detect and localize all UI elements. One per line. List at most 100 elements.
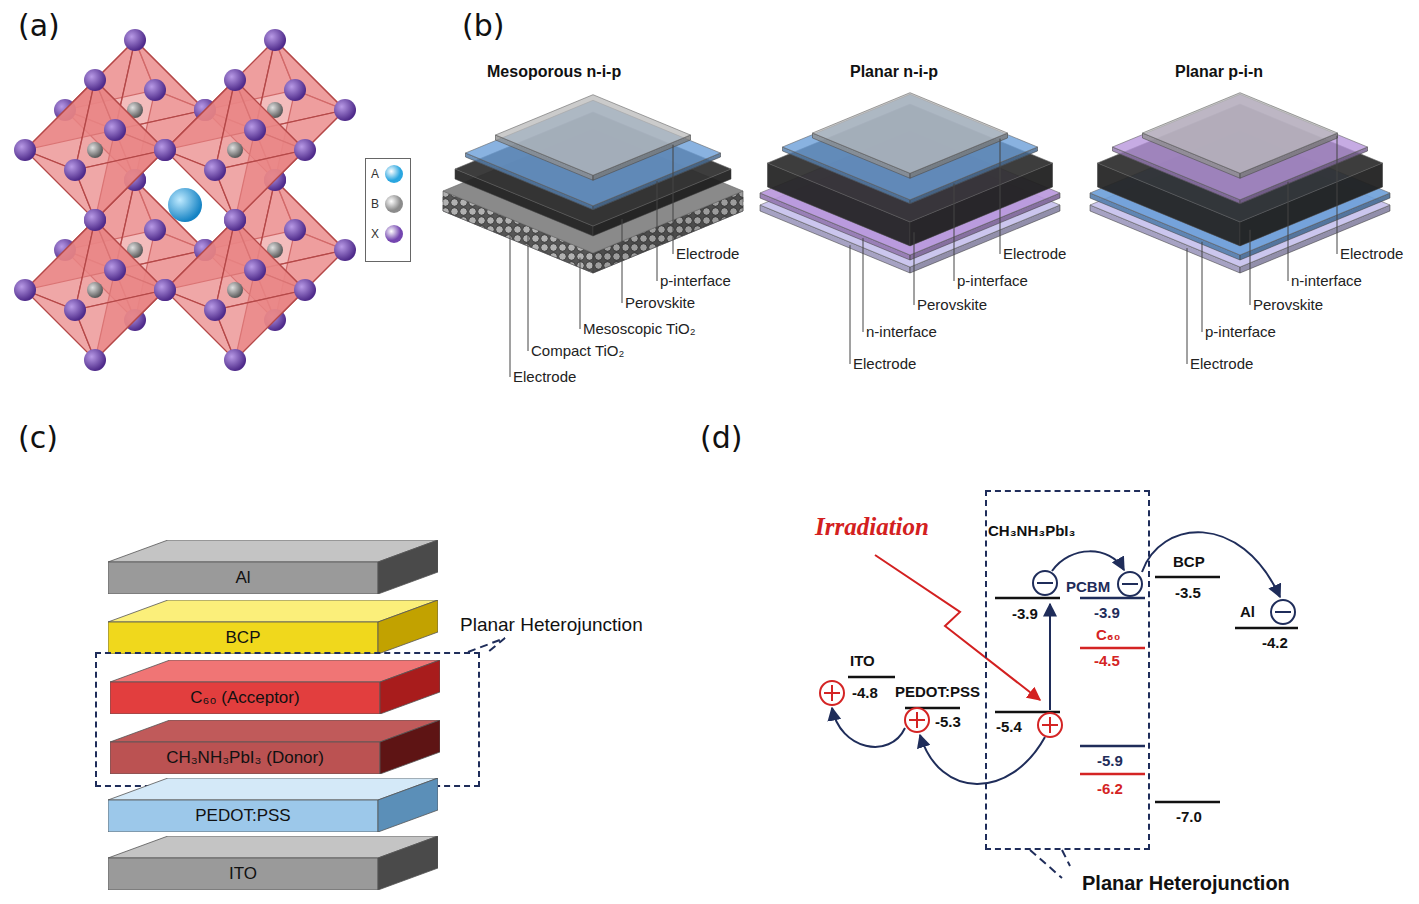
energy-value: -6.2: [1097, 780, 1123, 798]
x-ion: [284, 219, 306, 241]
leader-line: [510, 236, 511, 377]
box-heading: Planar Heterojunction: [460, 614, 643, 636]
x-ion: [154, 279, 176, 301]
pedot-layer: PEDOT:PSS: [108, 778, 438, 832]
leader-line: [850, 245, 851, 364]
layer-label: Electrode: [1003, 245, 1066, 263]
layer-name: Al: [108, 562, 378, 594]
x-ion: [264, 29, 286, 51]
leader-line: [528, 235, 529, 351]
leader-line: [1187, 248, 1188, 364]
b-ion: [227, 282, 243, 298]
x-ion: [64, 299, 86, 321]
slab-shape: [108, 540, 438, 594]
legend-swatch: [385, 165, 403, 183]
heterojunction-box: Planar Heterojunction: [985, 490, 1150, 850]
material-label: ITO: [850, 652, 875, 670]
layer-label: Electrode: [853, 355, 916, 373]
layer-label: Mesoscopic TiO₂: [583, 320, 696, 338]
x-ion: [154, 139, 176, 161]
leader-line: [1288, 182, 1289, 281]
legend-text: X: [371, 227, 385, 241]
octahedron-face: [215, 290, 305, 360]
ito-layer: ITO: [108, 836, 438, 890]
energy-value: -4.8: [852, 684, 878, 702]
layer-label: Perovskite: [1253, 296, 1323, 314]
x-ion: [294, 139, 316, 161]
x-ion: [244, 119, 266, 141]
x-ion: [284, 79, 306, 101]
energy-value: -4.2: [1262, 634, 1288, 652]
leader-line: [1250, 230, 1251, 305]
material-label: PCBM: [1066, 578, 1110, 596]
energy-value: -3.5: [1175, 584, 1201, 602]
layer-label: n-interface: [1291, 272, 1362, 290]
stack-title: Planar p-i-n: [1175, 62, 1263, 81]
slab-side: [378, 836, 438, 890]
x-ion: [104, 119, 126, 141]
x-ion: [84, 69, 106, 91]
layer-label: n-interface: [866, 323, 937, 341]
layer-label: Electrode: [1190, 355, 1253, 373]
leader-line: [657, 181, 658, 281]
x-ion: [154, 139, 176, 161]
layer-label: p-interface: [957, 272, 1028, 290]
x-ion: [224, 209, 246, 231]
heterojunction-box: Planar HeterojunctionC₆₀ (Acceptor)CH₃NH…: [95, 652, 480, 787]
layer-name: CH₃NH₃PbI₃ (Donor): [110, 742, 380, 774]
panel-letter: (c): [18, 420, 58, 456]
layer-label: p-interface: [660, 272, 731, 290]
slab-side: [378, 600, 438, 654]
slab-front: [108, 622, 378, 654]
x-ion: [154, 279, 176, 301]
leader-line: [673, 145, 674, 254]
layer-name: PEDOT:PSS: [108, 800, 378, 832]
perovskite-crystal: [14, 29, 356, 371]
material-label: CH₃NH₃PbI₃: [988, 522, 1075, 540]
x-ion: [244, 119, 266, 141]
x-ion: [334, 239, 356, 261]
b-ion: [87, 142, 103, 158]
irradiation-arrow: [875, 555, 1040, 700]
layer-name: ITO: [108, 858, 378, 890]
leader-line: [1202, 242, 1203, 332]
legend-box: ABX: [365, 158, 411, 262]
layer-name: C₆₀ (Acceptor): [110, 682, 380, 714]
layer-label: Compact TiO₂: [531, 342, 624, 360]
material-label: PEDOT:PSS: [895, 683, 980, 701]
layer-name: BCP: [108, 622, 378, 654]
b-ion: [227, 142, 243, 158]
x-ion: [14, 139, 36, 161]
panel-letter: (a): [18, 8, 60, 44]
x-ion: [204, 299, 226, 321]
x-ion: [224, 349, 246, 371]
layer-label: Electrode: [513, 368, 576, 386]
layer-top: [496, 95, 691, 176]
stack-title: Mesoporous n-i-p: [487, 62, 621, 81]
charge-arrows: [832, 532, 1280, 784]
x-ion: [104, 119, 126, 141]
panel-letter: (d): [700, 420, 742, 456]
slab-front: [110, 682, 380, 714]
energy-value: -3.9: [1012, 605, 1038, 623]
layer-top: [1143, 93, 1338, 174]
x-ion: [294, 279, 316, 301]
x-ion: [104, 259, 126, 281]
legend-row: B: [366, 189, 410, 219]
slab-front: [110, 742, 380, 774]
legend-text: A: [371, 167, 385, 181]
slab-side: [378, 778, 438, 832]
leader-line: [622, 219, 623, 303]
metal-layer: Al: [108, 540, 438, 594]
layer-label: p-interface: [1205, 323, 1276, 341]
charge-symbols: [820, 571, 1295, 737]
device-stacks: [443, 93, 1390, 377]
x-ion: [144, 219, 166, 241]
donor-layer: CH₃NH₃PbI₃ (Donor): [110, 720, 440, 774]
x-ion: [204, 159, 226, 181]
layer-top: [813, 93, 1008, 174]
a-ion: [168, 188, 202, 222]
x-ion: [64, 159, 86, 181]
b-ion: [87, 282, 103, 298]
leader-line: [863, 238, 864, 332]
